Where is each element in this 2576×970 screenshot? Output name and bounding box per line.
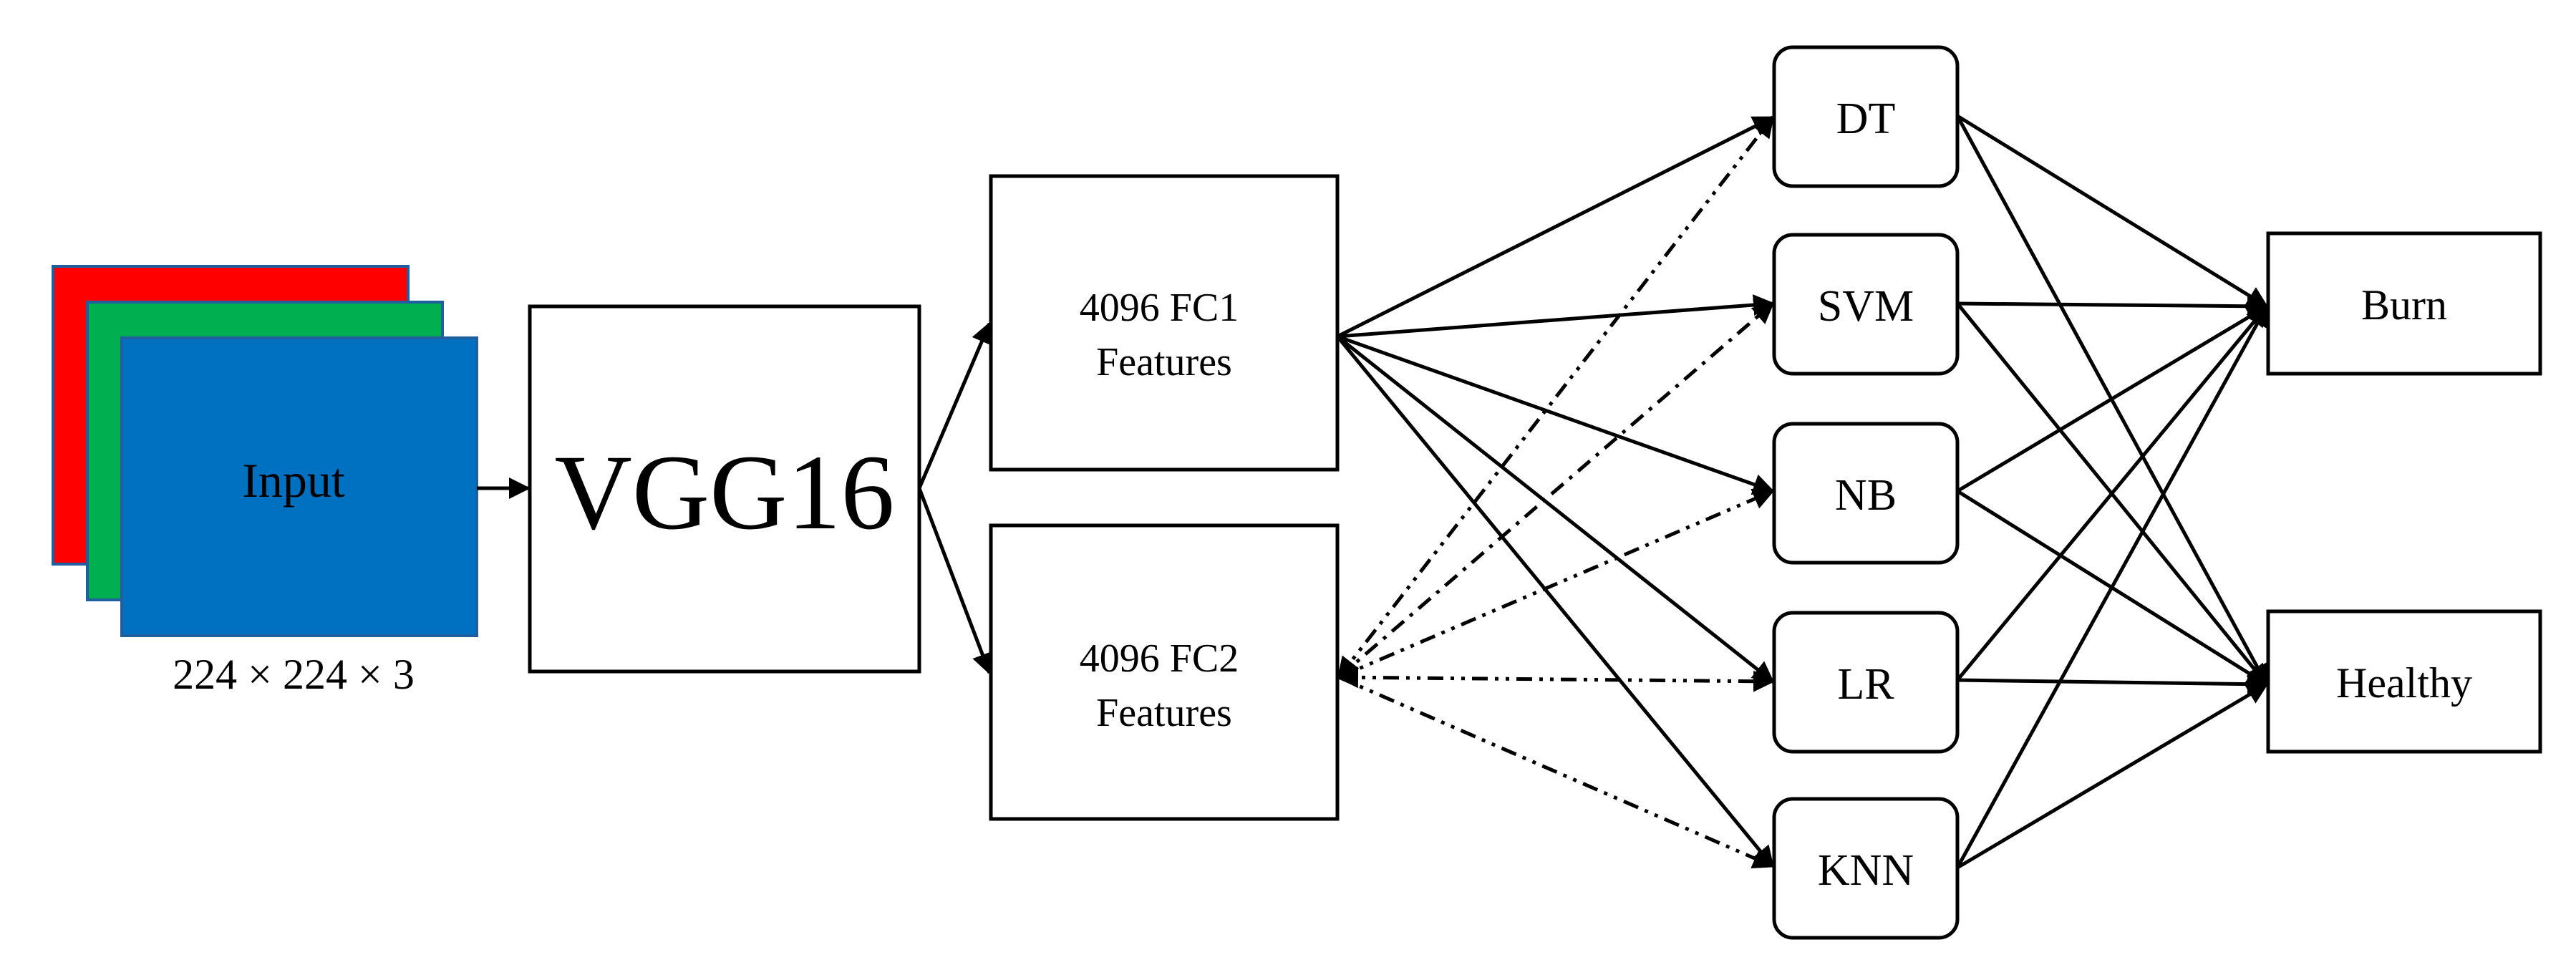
arrow-fc2-to-dt	[1337, 115, 1774, 679]
arrow-nb-to-burn	[1956, 304, 2269, 493]
arrow-lr-to-burn	[1956, 304, 2268, 682]
arrow-fc2-to-svm	[1337, 302, 1775, 679]
arrow-svm-to-burn	[1957, 295, 2269, 317]
arrow-fc2-to-nb	[1338, 488, 1775, 679]
input-channel-blue	[120, 336, 478, 637]
arrow-dt-to-burn	[1956, 114, 2269, 309]
classifier-nb-label: NB	[1835, 471, 1897, 520]
input-label: Input	[242, 453, 345, 508]
output-burn-label: Burn	[2361, 281, 2447, 329]
classifier-lr-box	[1772, 611, 1960, 754]
arrow-vgg16-to-fc2	[917, 488, 993, 675]
arrow-lr-to-healthy	[1957, 673, 2269, 695]
arrow-fc2-to-knn	[1338, 675, 1775, 868]
classifier-lr-label: LR	[1837, 660, 1894, 709]
arrow-fc2-to-lr	[1337, 666, 1775, 692]
arrow-fc1-to-lr	[1336, 335, 1775, 683]
arrow-fc1-to-knn	[1336, 335, 1774, 868]
output-healthy-box	[2266, 609, 2542, 754]
fc1-features-box	[989, 174, 1340, 472]
arrow-fc1-to-svm	[1337, 294, 1775, 339]
classifier-nb-box	[1772, 422, 1960, 565]
arrow-fc1-to-dt	[1336, 115, 1775, 339]
classifier-knn-label: KNN	[1818, 846, 1914, 895]
arrow-knn-to-healthy	[1956, 682, 2269, 870]
vgg16-label: VGG16	[555, 433, 895, 552]
arrow-knn-to-burn	[1955, 304, 2269, 869]
classifier-svm-label: SVM	[1818, 282, 1914, 331]
arrow-vgg16-to-fc1	[917, 321, 992, 489]
fc2-features-box	[989, 523, 1340, 821]
fc2-features-label: 4096 FC2 Features	[1080, 636, 1249, 735]
output-burn-box	[2266, 231, 2542, 376]
input-dimensions: 224 × 224 × 3	[173, 651, 415, 698]
output-healthy-label: Healthy	[2336, 659, 2472, 707]
fc1-features-label: 4096 FC1 Features	[1080, 286, 1249, 384]
classifier-dt-label: DT	[1836, 94, 1896, 143]
classifier-knn-box	[1772, 797, 1960, 940]
